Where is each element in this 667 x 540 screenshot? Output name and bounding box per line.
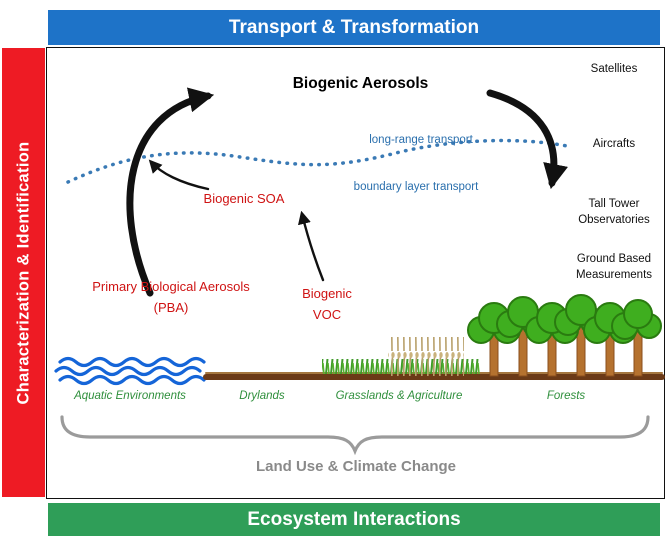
land-label-aquatic: Aquatic Environments (74, 390, 186, 402)
land-label-grasslands: Grasslands & Agriculture (335, 390, 463, 402)
land-use-climate-change-label: Land Use & Climate Change (255, 458, 457, 475)
biogenic-soa-label: Biogenic SOA (203, 191, 285, 206)
long-range-transport-label: long-range transport (369, 134, 473, 146)
land-label-drylands: Drylands (239, 390, 285, 402)
land-label-forests: Forests (546, 390, 586, 402)
banner-left-label: Characterization & Identification (14, 141, 32, 404)
banner-ecosystem-interactions: Ecosystem Interactions (48, 503, 660, 536)
observation-ground-based: Ground Based Measurements (575, 253, 653, 281)
diagram-title: Biogenic Aerosols (292, 75, 429, 92)
banner-top-label: Transport & Transformation (228, 16, 480, 38)
biogenic-voc-label: Biogenic VOC (302, 286, 352, 322)
banner-bottom-label: Ecosystem Interactions (247, 508, 461, 530)
banner-transport-transformation: Transport & Transformation (48, 10, 660, 45)
observation-aircrafts: Aircrafts (592, 138, 636, 150)
observation-tall-tower: Tall Tower Observatories (578, 198, 650, 226)
boundary-layer-transport-label: boundary layer transport (353, 181, 479, 193)
banner-characterization-identification: Characterization & Identification (2, 48, 45, 497)
observation-satellites: Satellites (590, 63, 638, 75)
primary-biological-aerosols-label: Primary Biological Aerosols (PBA) (92, 279, 250, 315)
